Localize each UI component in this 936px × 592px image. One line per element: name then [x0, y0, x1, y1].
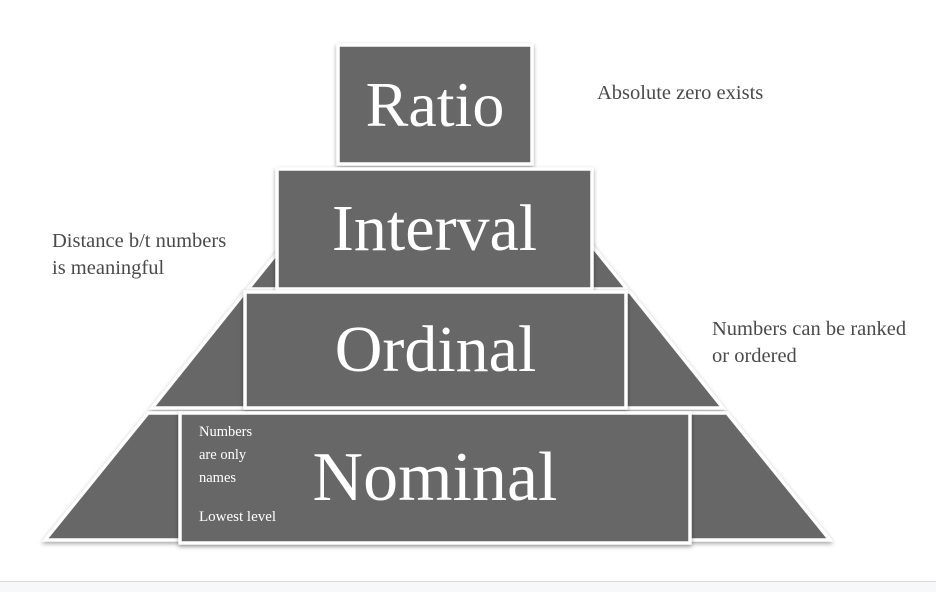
- nominal-note-numbers-are-only-names: Numbers are only names: [199, 424, 253, 487]
- ratio-box: [336, 43, 534, 166]
- ratio-annotation: Absolute zero exists: [597, 82, 764, 104]
- interval-box: [275, 167, 594, 291]
- interval-annotation: Distance b/t numbers is meaningful: [52, 230, 227, 280]
- ordinal-box: [243, 290, 628, 410]
- nominal-box: [178, 411, 692, 545]
- ordinal-annotation: Numbers can be ranked or ordered: [712, 318, 907, 368]
- footer-divider: [0, 581, 936, 592]
- nominal-note-lowest-level: Lowest level: [199, 509, 277, 525]
